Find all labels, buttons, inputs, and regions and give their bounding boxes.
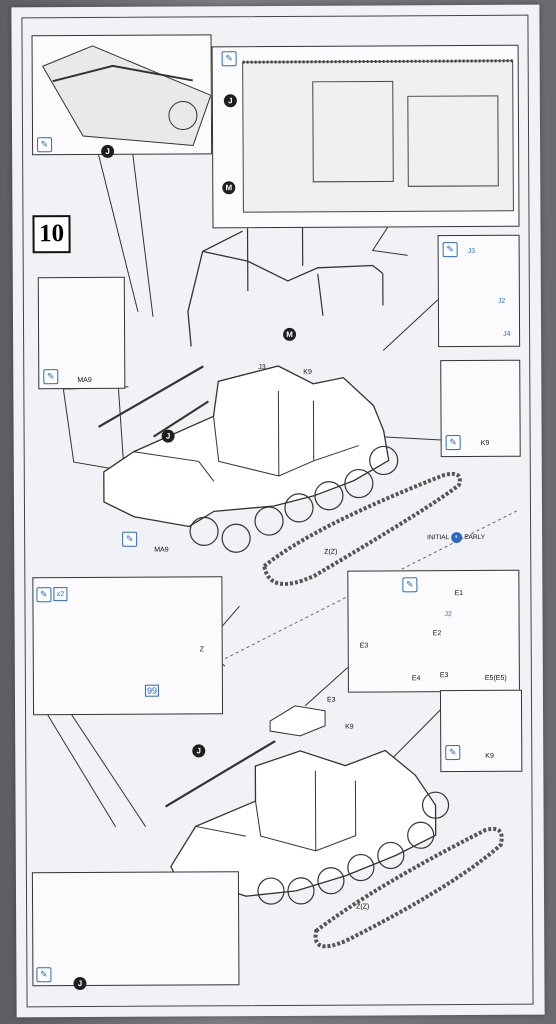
variant-initial: INITIAL	[427, 534, 450, 542]
part-label-k9: K9	[345, 723, 354, 731]
part-badge-j: J	[161, 429, 175, 443]
interior-sketch	[242, 59, 514, 213]
part-label-e5: E5(E5)	[484, 674, 507, 682]
quantity-badge: x2	[53, 587, 68, 602]
track-link-count: 99	[144, 684, 159, 697]
variant-indicator: INITIAL ◐ EARLY	[427, 532, 486, 544]
part-label-zz: Z(Z)	[356, 903, 370, 911]
variant-early: EARLY	[464, 533, 486, 542]
part-badge-j: J	[73, 977, 87, 991]
part-label-k9: K9	[485, 752, 494, 760]
part-label-k9: K9	[480, 439, 490, 447]
callout-antenna-mount	[31, 34, 213, 156]
mount-sketch	[41, 45, 212, 146]
part-label-j2: J2	[444, 611, 452, 619]
glue-brush-icon: ✎	[445, 745, 461, 761]
part-label-e2: E2	[432, 630, 442, 638]
glue-brush-icon: ✎	[36, 967, 52, 983]
part-label-e3: E3	[439, 672, 449, 680]
part-label-j3: J3	[467, 247, 476, 256]
glue-brush-icon: ✎	[221, 51, 237, 67]
variant-icon: ◐	[451, 532, 463, 544]
part-badge-m: M	[283, 327, 297, 341]
part-label-z: Z	[199, 646, 205, 654]
part-label-ma9: MA9	[154, 546, 169, 554]
part-label-k9: K9	[303, 368, 312, 376]
part-badge-j: J	[101, 144, 115, 158]
glue-brush-icon: ✎	[122, 531, 138, 547]
part-label-e1: E1	[454, 590, 464, 598]
part-label-j4: J4	[503, 330, 511, 338]
glue-brush-icon: ✎	[37, 137, 53, 153]
glue-brush-icon: ✎	[43, 369, 59, 385]
part-badge-m: M	[222, 181, 236, 195]
glue-brush-icon: ✎	[442, 242, 458, 258]
part-label-ma9: MA9	[77, 376, 92, 385]
glue-brush-icon: ✎	[402, 577, 418, 593]
callout-interior	[211, 44, 520, 229]
part-label-j2: J2	[497, 297, 506, 305]
glue-brush-icon: ✎	[445, 435, 461, 451]
part-label-j3: J3	[258, 364, 266, 372]
part-label-e4: E4	[411, 675, 421, 683]
part-label-e3: E3	[359, 642, 369, 650]
part-label-e3: E3	[326, 696, 336, 704]
part-badge-j: J	[192, 744, 206, 758]
glue-brush-icon: ✎	[36, 587, 52, 603]
part-label-zz: Z(Z)	[324, 548, 338, 556]
callout-antenna-lower	[31, 871, 240, 987]
part-badge-j: J	[223, 94, 237, 108]
instruction-sheet: 10	[11, 4, 545, 1018]
